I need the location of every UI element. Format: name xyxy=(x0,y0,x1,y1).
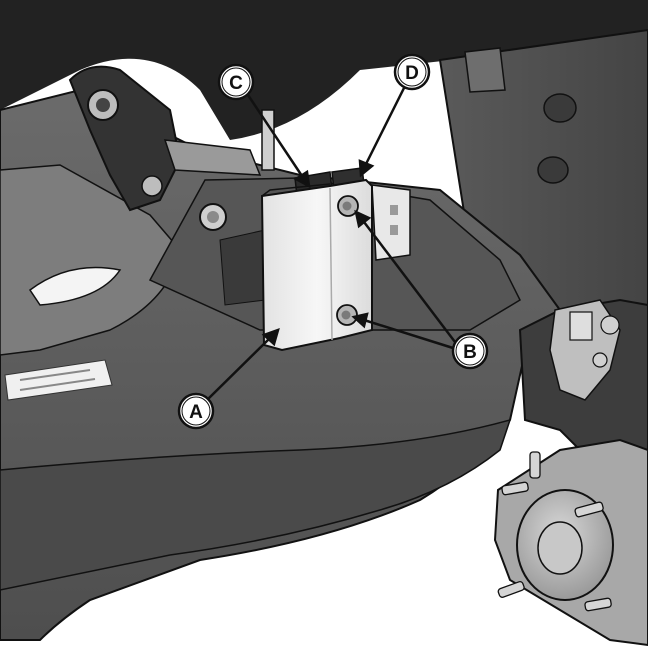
callout-c: C xyxy=(217,63,255,101)
callout-a: A xyxy=(177,392,215,430)
callout-a-label: A xyxy=(189,402,203,423)
callout-b-label: B xyxy=(463,342,477,363)
callout-d-label: D xyxy=(405,63,419,84)
lug-studs xyxy=(497,451,612,612)
frame-hole xyxy=(543,93,577,123)
seat-shadow xyxy=(0,0,648,140)
callout-d: D xyxy=(393,53,431,91)
deck-skirt xyxy=(0,418,512,591)
deck-opening xyxy=(28,266,122,306)
callout-c-label: C xyxy=(229,73,243,94)
leader-lines xyxy=(206,85,456,401)
callout-b: B xyxy=(451,332,489,370)
lift-link xyxy=(163,139,262,176)
lift-arm-pin xyxy=(141,175,163,197)
lift-rod xyxy=(261,109,275,171)
frame-tab xyxy=(464,47,506,93)
frame-hole xyxy=(537,156,569,184)
